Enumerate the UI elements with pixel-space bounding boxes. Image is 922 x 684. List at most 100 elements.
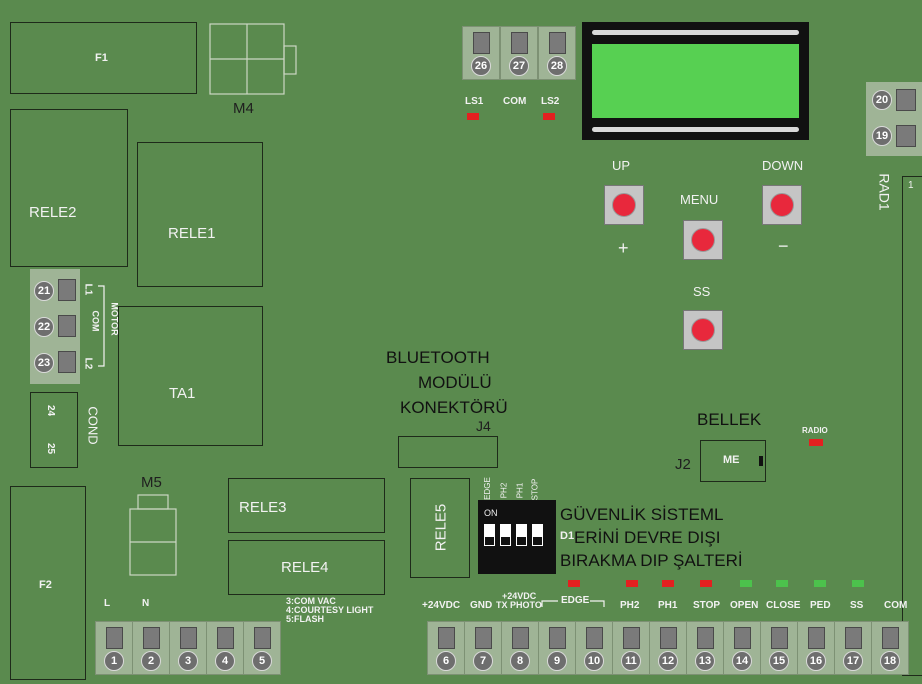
terminal-17[interactable]: 17	[834, 621, 872, 675]
relay-rele4: RELE4	[228, 540, 385, 595]
led-ph2	[626, 580, 638, 587]
terminal-20[interactable]: 20	[870, 88, 920, 114]
transformer-ta1: TA1	[118, 306, 263, 446]
relay-rele1: RELE1	[137, 142, 263, 287]
terminal-screw	[623, 627, 640, 649]
terminal-18[interactable]: 18	[871, 621, 909, 675]
terminal-9[interactable]: 9	[538, 621, 576, 675]
down-button-cap[interactable]	[770, 193, 794, 217]
terminal-15[interactable]: 15	[760, 621, 798, 675]
motor-terminal-21[interactable]: 21	[30, 276, 80, 306]
terminal-screw	[697, 627, 714, 649]
ss-button-cap[interactable]	[691, 318, 715, 342]
terminal-screw	[549, 32, 566, 54]
terminal-number: 15	[769, 651, 789, 671]
terminal-11[interactable]: 11	[612, 621, 650, 675]
led-ph1	[662, 580, 674, 587]
terminal-28[interactable]: 28	[538, 26, 576, 80]
label-stop: STOP	[693, 600, 721, 611]
j4-label: J4	[476, 418, 491, 434]
terminal-26[interactable]: 26	[462, 26, 500, 80]
led-close	[776, 580, 788, 587]
memory-slot-j2[interactable]: ME	[700, 440, 766, 482]
lcd-screen	[592, 44, 799, 118]
led-ls1-label: LS1	[465, 96, 484, 107]
terminal-number: 14	[732, 651, 752, 671]
terminal-number: 28	[547, 56, 567, 76]
terminal-6[interactable]: 6	[427, 621, 465, 675]
terminal-number: 8	[510, 651, 530, 671]
lcd-bar-bottom	[592, 127, 799, 132]
terminal-5[interactable]: 5	[243, 621, 281, 675]
terminal-10[interactable]: 10	[575, 621, 613, 675]
menu-button-label: MENU	[680, 192, 719, 207]
terminal-12[interactable]: 12	[649, 621, 687, 675]
dip-annotation-line-3: BIRAKMA DIP ŞALTERİ	[560, 551, 743, 570]
dip-switch-ph2[interactable]	[500, 524, 511, 546]
terminal-4[interactable]: 4	[206, 621, 244, 675]
dip-switch-d1[interactable]: ON	[478, 500, 556, 574]
terminal-number: 7	[473, 651, 493, 671]
label-close: CLOSE	[766, 600, 801, 611]
motor-l2-label: L2	[82, 357, 94, 370]
label-tx-photo-2: TX PHOTO	[496, 600, 542, 610]
relay-rele3-label: RELE3	[239, 499, 287, 516]
terminal-7[interactable]: 7	[464, 621, 502, 675]
terminal-screw	[660, 627, 677, 649]
lcd-bar-top	[592, 30, 799, 35]
ss-button[interactable]	[683, 310, 723, 350]
terminal-screw	[771, 627, 788, 649]
relay-rele3: RELE3	[228, 478, 385, 533]
menu-button[interactable]	[683, 220, 723, 260]
up-button-cap[interactable]	[612, 193, 636, 217]
motor-terminal-22[interactable]: 22	[30, 312, 80, 342]
terminal-13[interactable]: 13	[686, 621, 724, 675]
down-button[interactable]	[762, 185, 802, 225]
fuse-f2: F2	[10, 486, 86, 680]
terminal-8[interactable]: 8	[501, 621, 539, 675]
terminal-number: 6	[436, 651, 456, 671]
terminal-screw	[143, 627, 160, 649]
terminal-16[interactable]: 16	[797, 621, 835, 675]
label-edge: EDGE	[561, 595, 590, 606]
bluetooth-connector-j4[interactable]	[398, 436, 498, 468]
terminal-screw	[217, 627, 234, 649]
terminal-2[interactable]: 2	[132, 621, 170, 675]
terminal-3[interactable]: 3	[169, 621, 207, 675]
terminal-25[interactable]: 25	[45, 442, 57, 455]
terminal-number: 16	[806, 651, 826, 671]
motor-terminal-23[interactable]: 23	[30, 348, 80, 378]
bluetooth-annotation-line-3: KONEKTÖRÜ	[400, 398, 508, 417]
dip-label-stop: STOP	[530, 478, 540, 501]
terminal-number: 21	[34, 281, 54, 301]
label-com: COM	[884, 600, 908, 611]
dip-label-edge: EDGE	[482, 477, 492, 500]
led-stop	[700, 580, 712, 587]
terminal-screw	[734, 627, 751, 649]
terminal-number: 10	[584, 651, 604, 671]
terminal-27[interactable]: 27	[500, 26, 538, 80]
terminal-19[interactable]: 19	[870, 124, 920, 150]
terminal-screw	[475, 627, 492, 649]
relay-rele5-label: RELE5	[432, 503, 450, 552]
terminal-number: 19	[872, 126, 892, 146]
terminal-1[interactable]: 1	[95, 621, 133, 675]
dip-switch-stop[interactable]	[532, 524, 543, 546]
dip-annotation-line-2: ERİNİ DEVRE DIŞI	[574, 528, 721, 547]
power-out-label-3: 5:FLASH	[286, 614, 324, 624]
radio-led-label: RADIO	[802, 426, 828, 435]
terminal-screw	[882, 627, 899, 649]
terminal-number: 20	[872, 90, 892, 110]
terminal-screw	[845, 627, 862, 649]
menu-button-cap[interactable]	[691, 228, 715, 252]
memory-slot-notch	[759, 456, 763, 466]
terminal-24[interactable]: 24	[45, 404, 57, 417]
terminal-number: 17	[843, 651, 863, 671]
dip-switch-edge[interactable]	[484, 524, 495, 546]
terminal-number: 3	[178, 651, 198, 671]
terminal-l-label: L	[104, 598, 111, 609]
terminal-14[interactable]: 14	[723, 621, 761, 675]
dip-switch-ph1[interactable]	[516, 524, 527, 546]
up-button[interactable]	[604, 185, 644, 225]
label-ss: SS	[850, 600, 864, 611]
